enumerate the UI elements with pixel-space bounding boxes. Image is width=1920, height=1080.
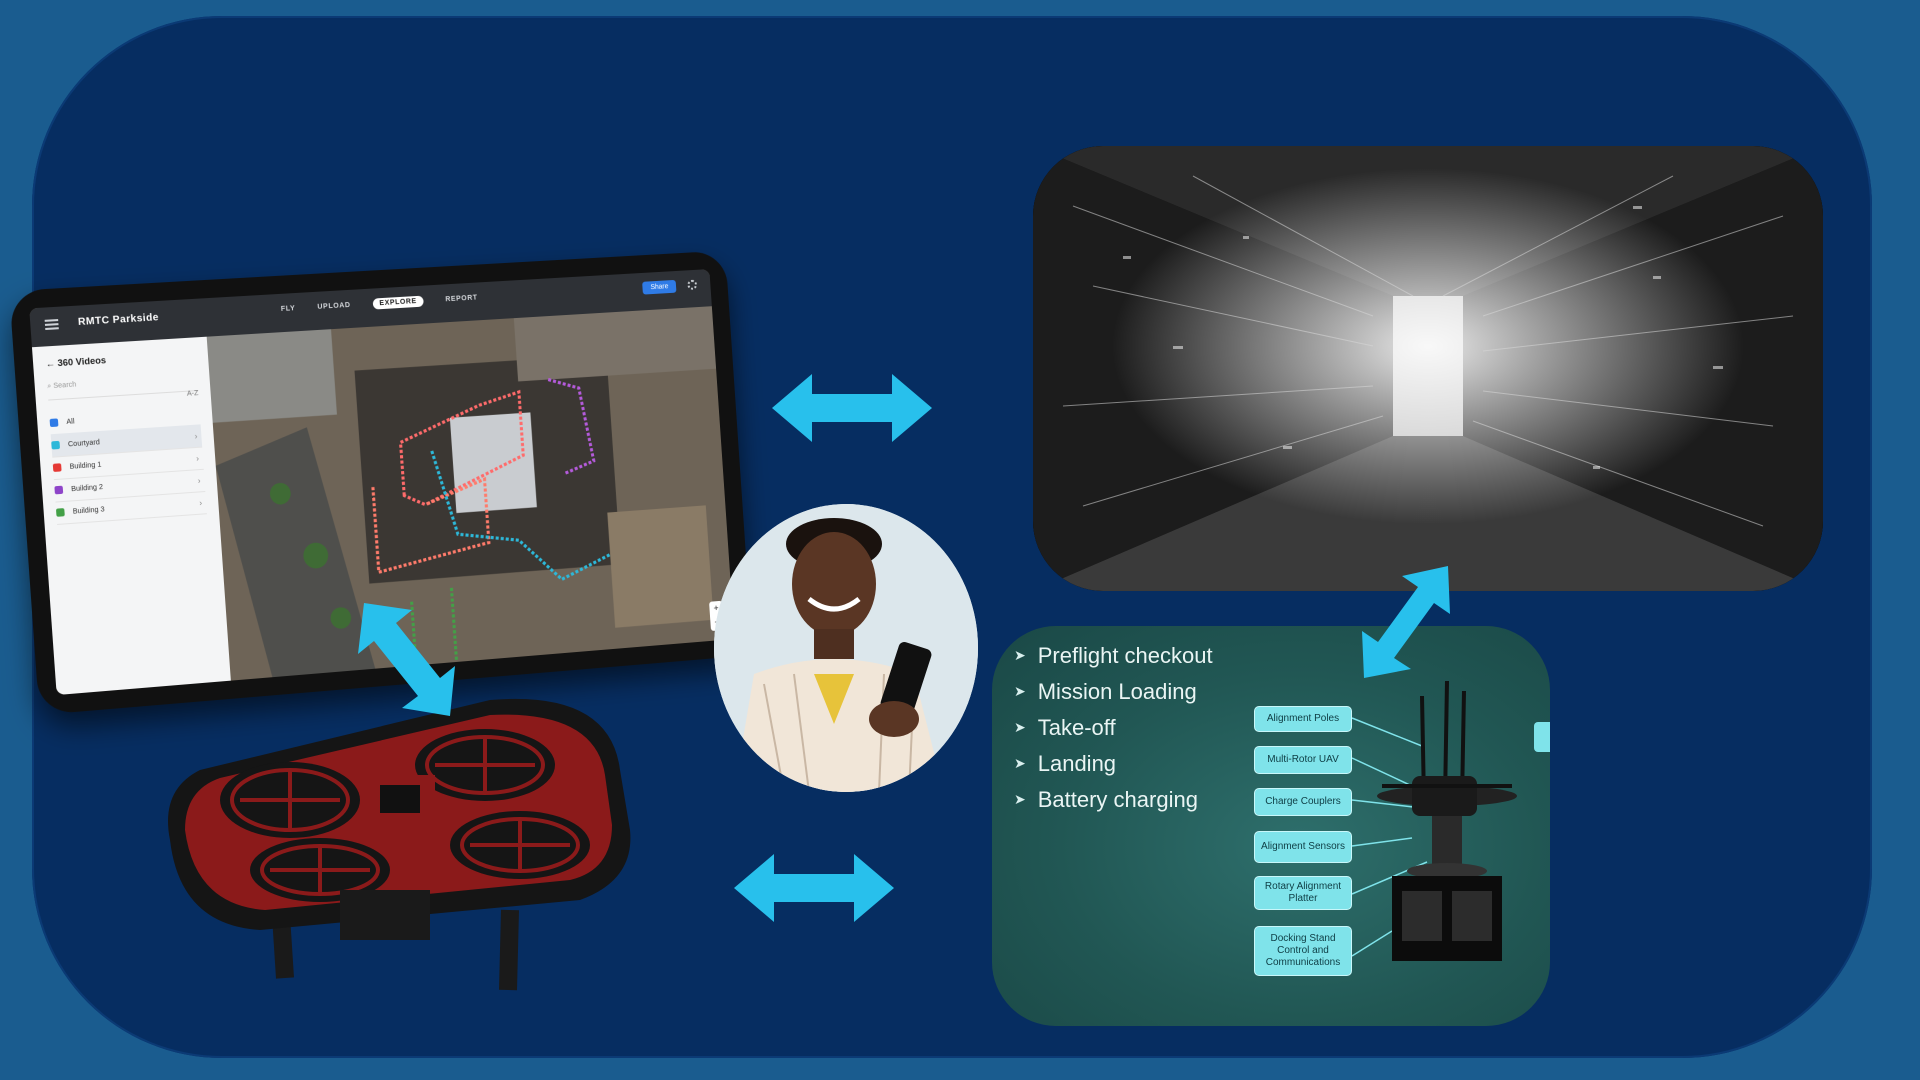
double-arrow-icon: [1362, 566, 1450, 678]
double-arrow-icon: [772, 374, 932, 442]
double-arrow-icon: [734, 854, 894, 922]
double-arrow-icon: [358, 603, 455, 716]
